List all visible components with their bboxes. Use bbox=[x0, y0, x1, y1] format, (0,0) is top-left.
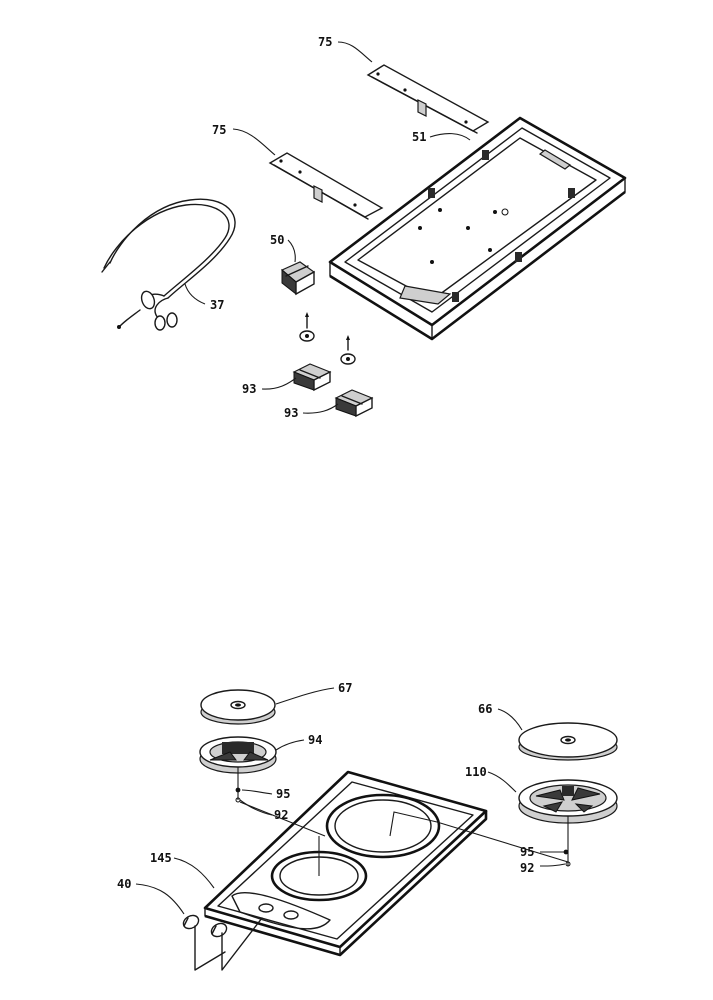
mounting-bracket-lower bbox=[268, 152, 384, 220]
callout-75-lower: 75 bbox=[212, 123, 226, 137]
callout-75-upper: 75 bbox=[318, 35, 332, 49]
terminal-block bbox=[280, 261, 316, 296]
mounting-bracket-upper bbox=[366, 64, 490, 134]
control-switch-left bbox=[292, 312, 332, 392]
power-cable bbox=[101, 198, 236, 331]
connector-left bbox=[235, 767, 241, 803]
control-switch-right bbox=[334, 335, 374, 418]
callout-92-left: 92 bbox=[274, 808, 288, 822]
callout-66: 66 bbox=[478, 702, 492, 716]
callout-93-lower: 93 bbox=[284, 406, 298, 420]
callout-67: 67 bbox=[338, 681, 352, 695]
glass-hob-top bbox=[203, 770, 488, 957]
callout-94: 94 bbox=[308, 733, 322, 747]
hotplate-base-left bbox=[199, 736, 277, 774]
hotplate-cover-right bbox=[518, 722, 618, 761]
housing-tray bbox=[328, 116, 627, 341]
callout-92-right: 92 bbox=[520, 861, 534, 875]
callout-95-left: 95 bbox=[276, 787, 290, 801]
callout-51: 51 bbox=[412, 130, 426, 144]
callout-37: 37 bbox=[210, 298, 224, 312]
callout-93-upper: 93 bbox=[242, 382, 256, 396]
callout-110: 110 bbox=[465, 765, 487, 779]
hotplate-cover-left bbox=[200, 689, 276, 725]
callout-145: 145 bbox=[150, 851, 172, 865]
hotplate-base-right bbox=[518, 779, 618, 824]
callout-50: 50 bbox=[270, 233, 284, 247]
callout-95-right: 95 bbox=[520, 845, 534, 859]
callout-40: 40 bbox=[117, 877, 131, 891]
control-knobs bbox=[182, 914, 263, 971]
